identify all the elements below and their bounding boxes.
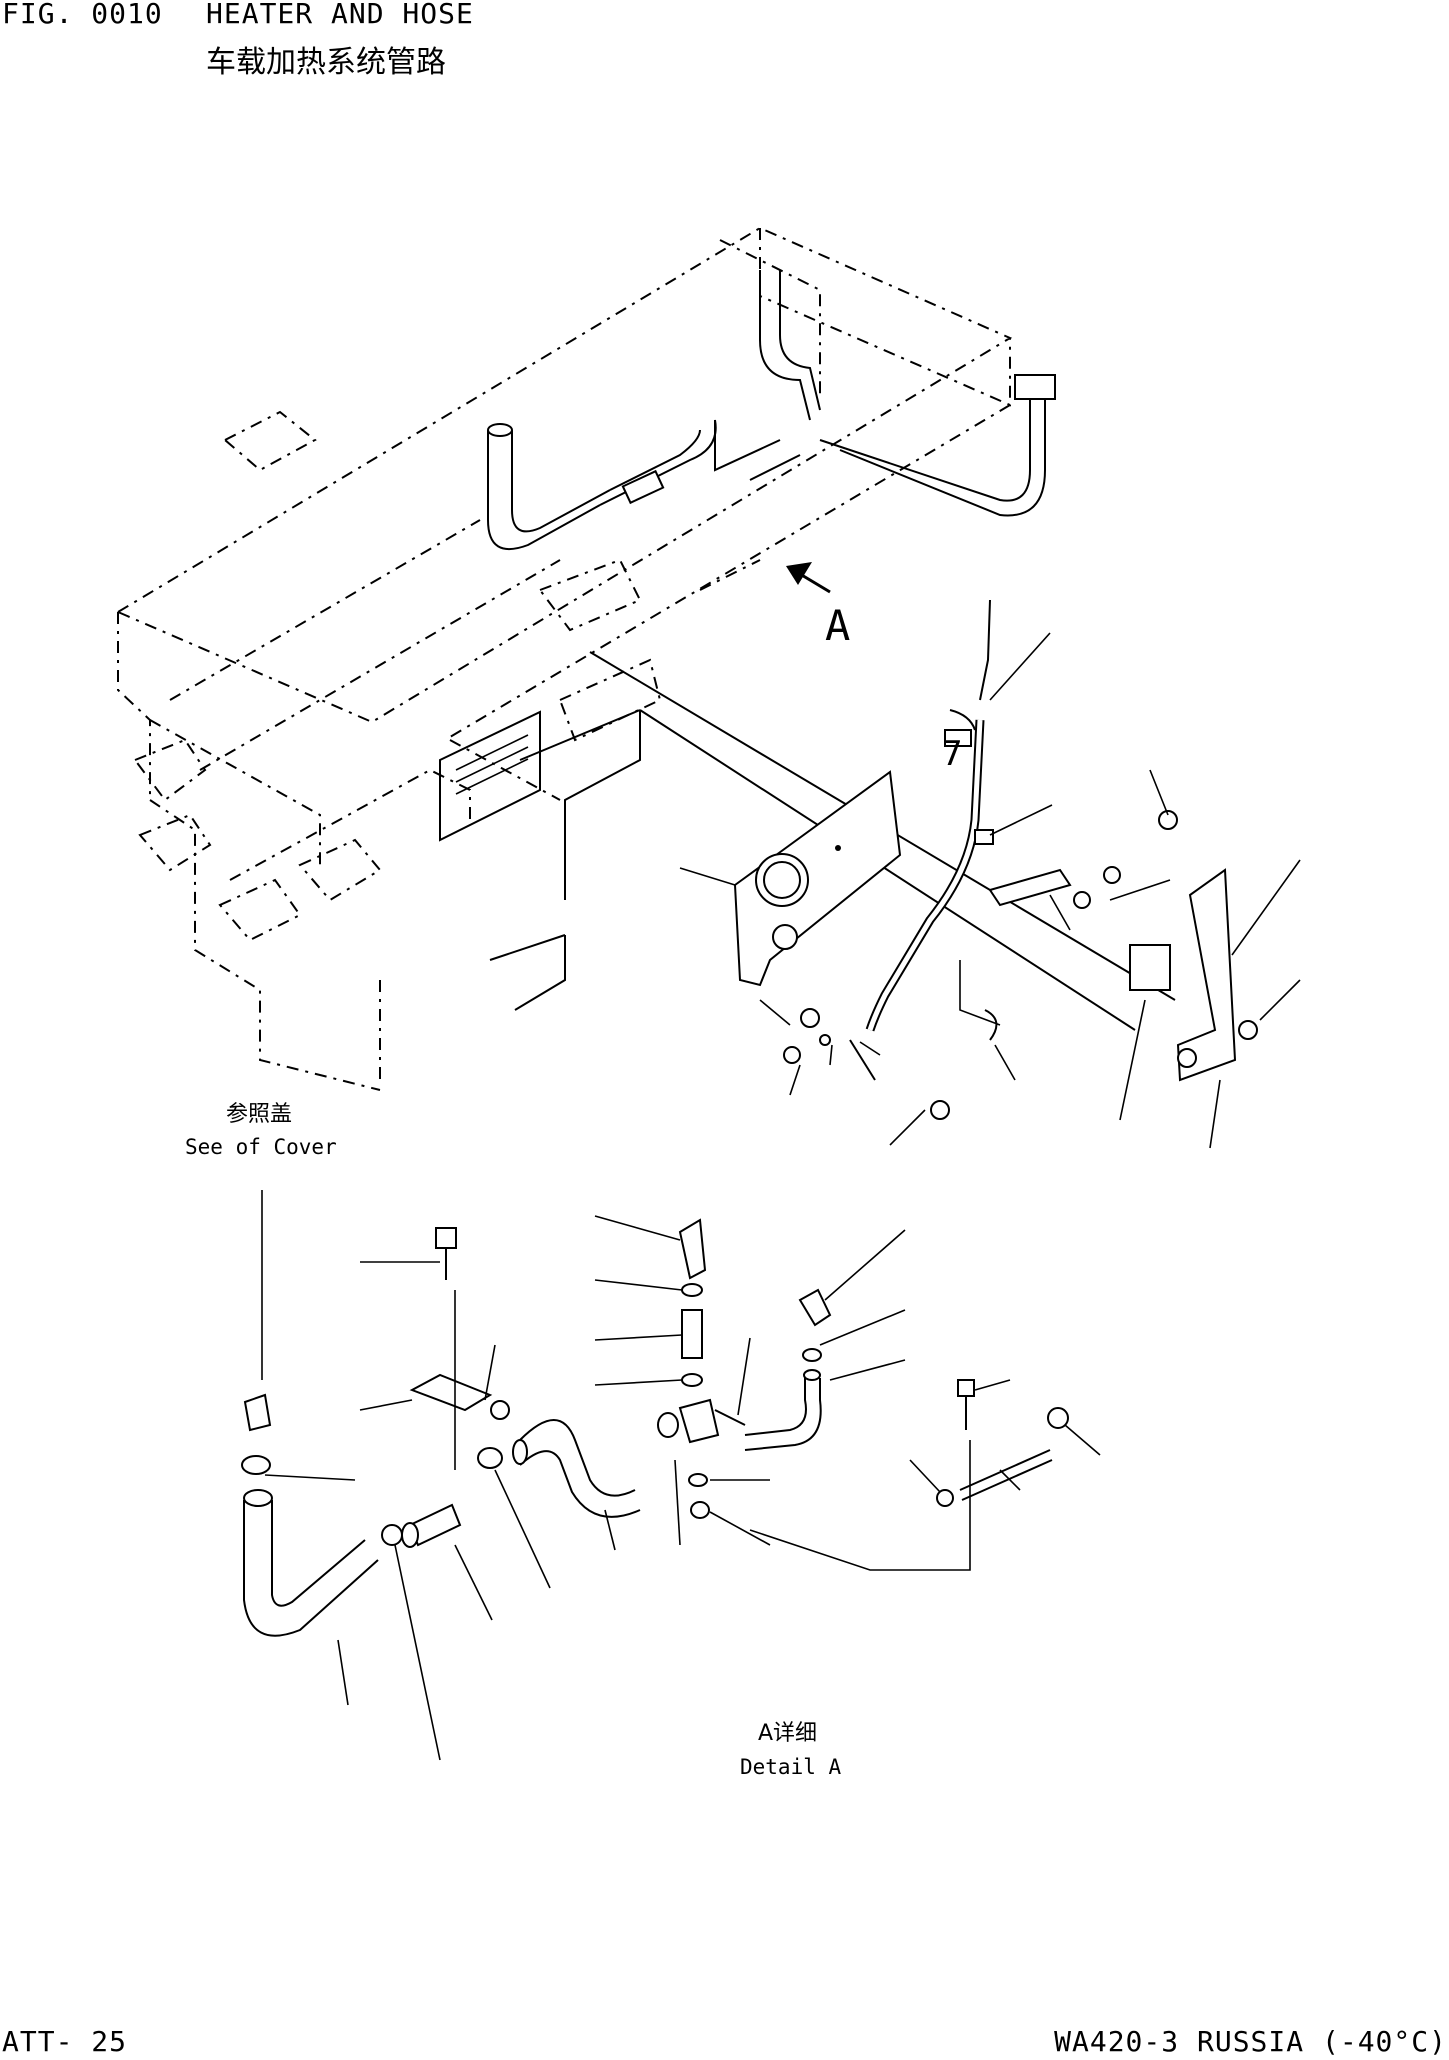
heater-unit-assembly [489, 599, 1258, 1120]
cover-caption-chinese: 参照盖 [226, 1102, 293, 1127]
machine-frame-outline [115, 226, 1013, 1091]
view-arrow-letter: A [825, 601, 850, 650]
figure-number: FIG. 0010 [2, 0, 163, 30]
detail-a-exploded-parts [241, 1190, 1069, 1637]
view-arrow-a [786, 562, 831, 594]
detail-caption-chinese: A详细 [758, 1721, 818, 1746]
upper-leader-lines [679, 632, 1301, 1149]
detail-caption-english: Detail A [740, 1755, 842, 1779]
frame-hose-routing [487, 270, 1056, 550]
figure-title: HEATER AND HOSE [206, 0, 474, 30]
page-code: ATT- 25 [2, 2025, 128, 2058]
reference-number: 7 [942, 734, 962, 774]
model-designation: WA420-3 RUSSIA (-40°C) [1054, 2025, 1447, 2058]
detail-a-leader-lines [264, 1215, 1101, 1761]
cover-caption-english: See of Cover [185, 1135, 337, 1159]
figure-title-chinese: 车载加热系统管路 [206, 45, 446, 80]
